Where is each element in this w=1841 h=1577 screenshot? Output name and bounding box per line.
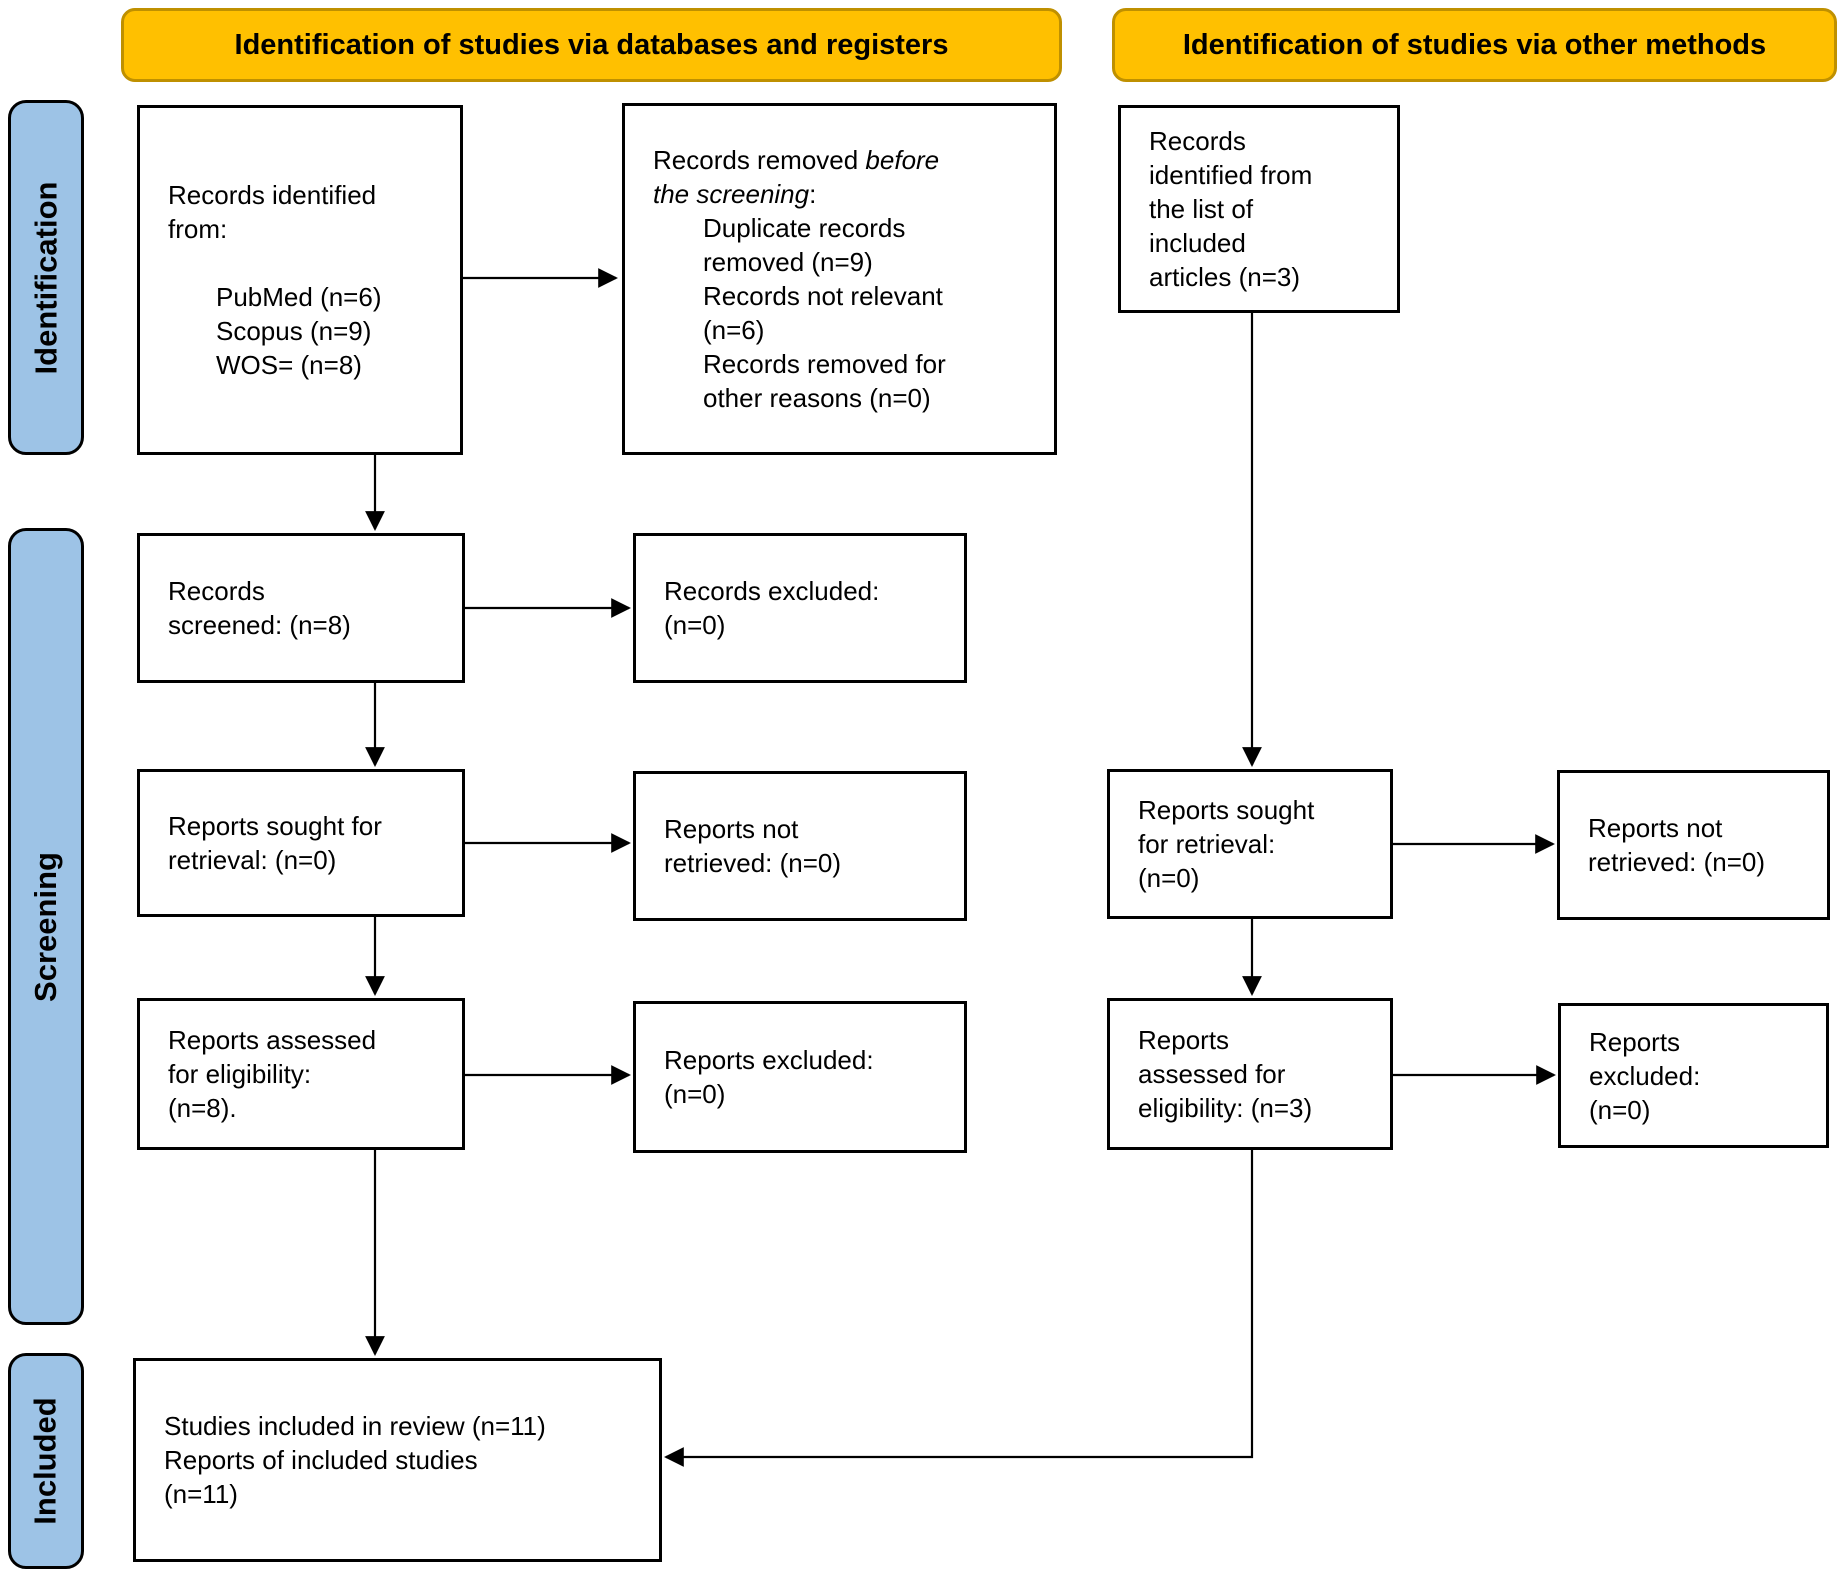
reports-sought-other-box: Reports sought for retrieval: (n=0) — [1107, 769, 1393, 919]
reports-assessed-other-box: Reports assessed for eligibility: (n=3) — [1107, 998, 1393, 1150]
stage-screening: Screening — [8, 528, 84, 1325]
records-identified-other-box: Records identified from the list of incl… — [1118, 105, 1400, 313]
records-identified-intro: Records identified from: — [168, 180, 377, 244]
records-screened-box: Records screened: (n=8) — [137, 533, 465, 683]
header-other-methods: Identification of studies via other meth… — [1112, 8, 1837, 82]
records-removed-intro-prefix: Records removed — [653, 145, 866, 175]
reports-not-retrieved-databases-box: Reports not retrieved: (n=0) — [633, 771, 967, 921]
arrow-other-assessed-to-included — [664, 1150, 1254, 1467]
stage-identification-label: Identification — [28, 181, 64, 374]
records-removed-intro: Records removed before the screening: — [653, 143, 1044, 211]
stage-screening-label: Screening — [28, 851, 64, 1002]
source-pubmed: PubMed (n=6) — [216, 282, 382, 312]
reports-not-retrieved-other-box: Reports not retrieved: (n=0) — [1557, 770, 1830, 920]
source-wos: WOS= (n=8) — [216, 350, 362, 380]
reports-excluded-databases-box: Reports excluded: (n=0) — [633, 1001, 967, 1153]
reports-sought-databases-box: Reports sought for retrieval: (n=0) — [137, 769, 465, 917]
stage-included-label: Included — [28, 1397, 64, 1525]
records-removed-intro-italic: before the screening — [653, 145, 940, 209]
reports-assessed-databases-box: Reports assessed for eligibility: (n=8). — [137, 998, 465, 1150]
records-excluded-box: Records excluded: (n=0) — [633, 533, 967, 683]
records-removed-intro-suffix: : — [809, 179, 817, 209]
records-identified-databases-box: Records identified from: PubMed (n=6) Sc… — [137, 105, 463, 455]
reports-excluded-other-box: Reports excluded: (n=0) — [1558, 1003, 1829, 1148]
records-removed-box: Records removed before the screening: Du… — [622, 103, 1057, 455]
header-databases-registers: Identification of studies via databases … — [121, 8, 1062, 82]
stage-identification: Identification — [8, 100, 84, 455]
source-scopus: Scopus (n=9) — [216, 316, 372, 346]
studies-included-box: Studies included in review (n=11) Report… — [133, 1358, 662, 1562]
removed-reason-not-relevant: Records not relevant (n=6) — [703, 281, 943, 345]
stage-included: Included — [8, 1353, 84, 1569]
removed-reason-duplicates: Duplicate records removed (n=9) — [703, 213, 906, 277]
removed-reason-other: Records removed for other reasons (n=0) — [703, 349, 946, 413]
